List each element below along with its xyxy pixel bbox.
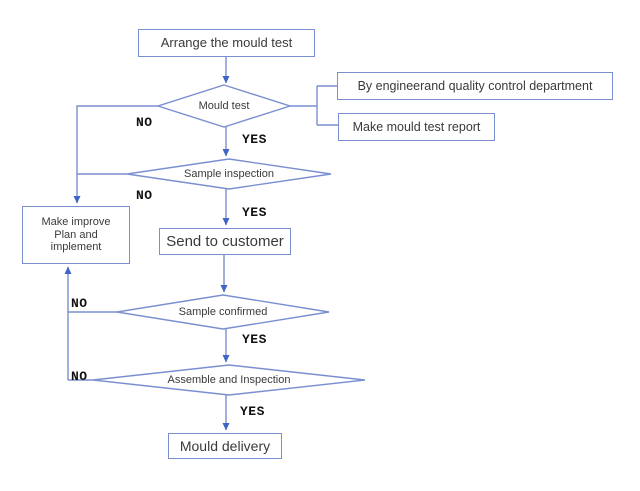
- node-send-to-customer: Send to customer: [159, 228, 291, 255]
- node-make-improve-plan: Make improve Plan and implement: [22, 206, 130, 264]
- sample-inspection-diamond: [126, 158, 332, 190]
- node-mould-test-label: Mould test: [198, 100, 250, 112]
- node-sample-inspection-label: Sample inspection: [184, 168, 274, 180]
- node-sample-confirmed-label: Sample confirmed: [178, 306, 268, 318]
- connector-no-mouldtest-to-makeimprove: [73, 105, 158, 204]
- node-arrange-mould-test-label: Arrange the mould test: [160, 34, 293, 50]
- node-mould-delivery-label: Mould delivery: [179, 437, 271, 454]
- node-make-improve-line3: implement: [50, 241, 102, 254]
- node-by-engineer-quality: By engineerand quality control departmen…: [337, 72, 613, 100]
- edge-label-no-sample-confirmed: NO: [71, 296, 88, 311]
- sample-confirmed-diamond: [116, 294, 330, 330]
- node-make-improve-line1: Make improve: [41, 216, 111, 229]
- edge-label-yes-assemble: YES: [240, 404, 265, 419]
- edge-label-yes-sample-confirmed: YES: [242, 332, 267, 347]
- node-make-mould-test-report-label: Make mould test report: [352, 119, 481, 134]
- node-by-engineer-quality-label: By engineerand quality control departmen…: [357, 78, 593, 93]
- edge-label-no-sample-inspection: NO: [136, 188, 153, 203]
- edge-label-no-mould-test: NO: [136, 115, 153, 130]
- node-assemble-inspection-label: Assemble and Inspection: [167, 374, 291, 386]
- node-arrange-mould-test: Arrange the mould test: [138, 29, 315, 57]
- node-make-mould-test-report: Make mould test report: [338, 113, 495, 141]
- edge-label-yes-sample-inspection: YES: [242, 205, 267, 220]
- node-make-improve-line2: Plan and: [54, 228, 98, 241]
- node-mould-delivery: Mould delivery: [168, 433, 282, 459]
- edge-label-no-assemble: NO: [71, 369, 88, 384]
- node-send-to-customer-label: Send to customer: [166, 232, 284, 250]
- mould-test-diamond: [155, 84, 293, 128]
- edge-label-yes-mould-test: YES: [242, 132, 267, 147]
- assemble-inspection-diamond: [92, 364, 366, 396]
